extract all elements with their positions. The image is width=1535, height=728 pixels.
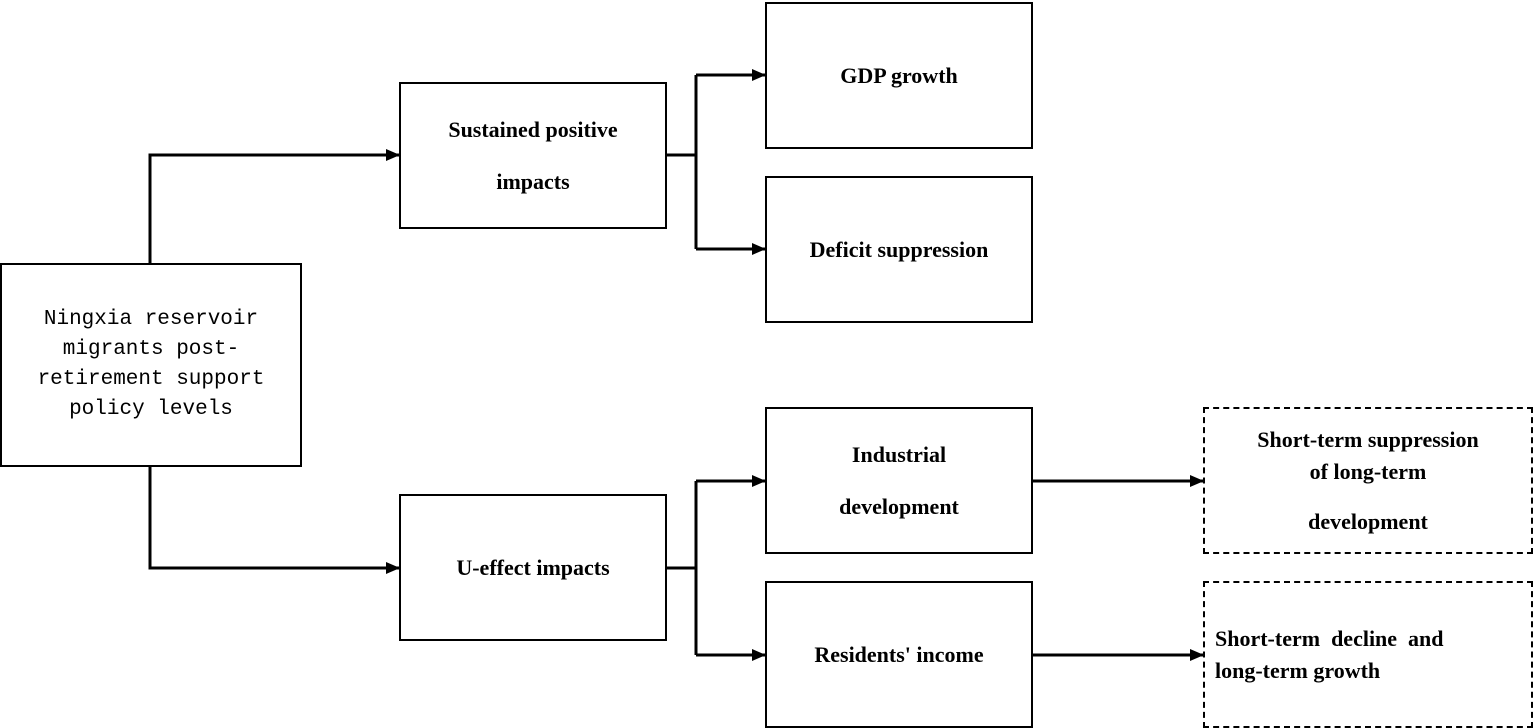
branch-label: impacts (496, 168, 570, 194)
root-policy-box: Ningxia reservoir migrants post- retirem… (0, 263, 302, 467)
outcome-label: Short-term decline and (1215, 625, 1444, 651)
child-label: development (839, 493, 959, 519)
industrial-development-box: Industrial development (765, 407, 1033, 554)
child-label: Residents' income (814, 641, 984, 667)
branch-label: Sustained positive (448, 116, 618, 142)
outcome-label: of long-term (1309, 458, 1427, 484)
root-line: migrants post- (62, 338, 240, 361)
root-line: retirement support (37, 368, 265, 391)
short-term-decline-outcome-box: Short-term decline and long-term growth (1203, 581, 1533, 728)
outcome-label: Short-term suppression (1257, 426, 1479, 452)
deficit-suppression-box: Deficit suppression (765, 176, 1033, 323)
gdp-growth-box: GDP growth (765, 2, 1033, 149)
child-label: GDP growth (840, 62, 958, 88)
residents-income-box: Residents' income (765, 581, 1033, 728)
root-line: Ningxia reservoir (43, 308, 259, 331)
outcome-label: development (1308, 508, 1428, 534)
short-term-suppression-outcome-box: Short-term suppression of long-term deve… (1203, 407, 1533, 554)
outcome-label: long-term growth (1215, 657, 1381, 683)
root-line: policy levels (69, 398, 233, 421)
sustained-positive-impacts-box: Sustained positive impacts (399, 82, 667, 229)
child-label: Deficit suppression (809, 236, 989, 262)
branch-label: U-effect impacts (456, 554, 610, 580)
child-label: Industrial (851, 441, 947, 467)
u-effect-impacts-box: U-effect impacts (399, 494, 667, 641)
